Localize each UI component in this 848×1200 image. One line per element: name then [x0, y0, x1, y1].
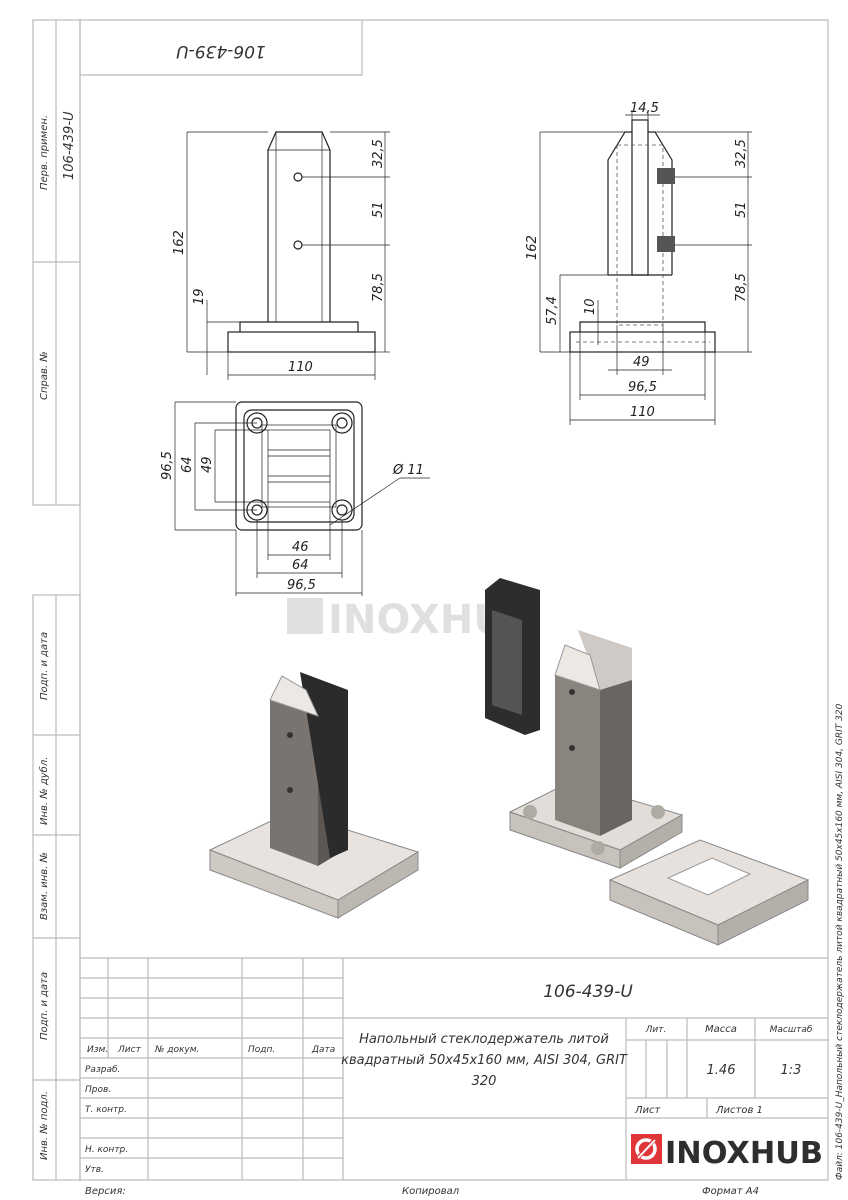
role-razrab: Разраб.	[85, 1065, 120, 1075]
top-stamp: 106-439-U	[80, 20, 363, 76]
inv-podl-label: Инв. № подл.	[39, 1091, 50, 1160]
sheet-label: Лист	[634, 1105, 662, 1116]
inoxhub-logo: INOXHUB	[631, 1134, 823, 1171]
dim-side-49: 49	[633, 355, 650, 370]
dim-side-78-5: 78,5	[734, 273, 749, 302]
isometric-assembled-view	[208, 672, 420, 919]
sprav-no-label: Справ. №	[39, 351, 50, 400]
scale-label: Масштаб	[770, 1025, 813, 1035]
header-date: Дата	[311, 1045, 335, 1055]
dim-top-49-vertical: 49	[200, 456, 215, 473]
top-stamp-text: 106-439-U	[176, 41, 266, 61]
top-view: 96,5 64 49 Ø 11 46 64 96,5	[160, 401, 430, 596]
dim-front-78-5: 78,5	[371, 273, 386, 302]
role-t-kontr: Т. контр.	[85, 1105, 127, 1115]
isometric-exploded-view	[485, 578, 810, 946]
front-view: 162 19 32,5 51 78,5 110	[172, 131, 390, 380]
role-utv: Утв.	[85, 1165, 104, 1175]
header-list: Лист	[117, 1045, 142, 1055]
dim-front-162: 162	[172, 230, 187, 255]
logo-text: INOXHUB	[665, 1136, 823, 1171]
dim-top-96-5-vertical: 96,5	[160, 451, 175, 480]
dim-side-14-5: 14,5	[630, 101, 659, 116]
product-name-line-2: квадратный 50x45x160 мм, AISI 304, GRIT	[341, 1053, 628, 1068]
copied-label: Копировал	[402, 1186, 460, 1197]
file-label: Файл: 106-439-U_Напольный стеклодержател…	[835, 703, 845, 1180]
dim-top-64-horizontal: 64	[292, 558, 309, 573]
scale-value: 1:3	[781, 1063, 802, 1078]
dim-front-110: 110	[288, 360, 313, 375]
product-name-line-1: Напольный стеклодержатель литой	[359, 1032, 609, 1047]
header-izm: Изм.	[87, 1045, 108, 1055]
inv-dubl-label: Инв. № дубл.	[38, 757, 50, 825]
dim-front-19: 19	[192, 288, 207, 305]
dim-side-162: 162	[525, 235, 540, 260]
mass-value: 1.46	[707, 1063, 736, 1078]
dim-side-110: 110	[630, 405, 655, 420]
dim-top-64-vertical: 64	[180, 456, 195, 473]
dim-top-96-5-horizontal: 96,5	[287, 578, 316, 593]
dim-side-10: 10	[583, 298, 598, 315]
product-name-line-3: 320	[472, 1074, 497, 1089]
left-stamp-columns: Перв. примен. 106-439-U Справ. № Подп. и…	[32, 19, 81, 1181]
header-doc-no: № докум.	[154, 1045, 199, 1055]
role-n-kontr: Н. контр.	[85, 1145, 128, 1155]
dim-side-32-5: 32,5	[734, 139, 749, 168]
mass-label: Масса	[705, 1024, 737, 1035]
dim-front-51: 51	[371, 201, 386, 218]
sheets-count: Листов 1	[715, 1105, 763, 1116]
podp-data-label-2: Подп. и дата	[39, 972, 50, 1040]
designation: 106-439-U	[543, 982, 633, 1002]
podp-data-label: Подп. и дата	[39, 632, 50, 700]
dim-top-hole-diameter: Ø 11	[392, 463, 424, 478]
role-prov: Пров.	[85, 1085, 111, 1095]
dim-side-96-5: 96,5	[628, 380, 657, 395]
dim-front-32-5: 32,5	[371, 139, 386, 168]
side-view: 14,5 162 57,4 10 32,5 51 78,5 49 96,5 11…	[525, 101, 752, 425]
perv-primen-label: Перв. примен.	[39, 115, 50, 190]
title-block: 106-439-U Напольный стеклодержатель лито…	[80, 957, 828, 1180]
dim-side-51: 51	[734, 201, 749, 218]
dim-top-46: 46	[292, 540, 309, 555]
dim-side-57-4: 57,4	[545, 296, 560, 325]
vzam-inv-label: Взам. инв. №	[39, 852, 50, 920]
format-label: Формат А4	[702, 1186, 759, 1197]
version-label: Версия:	[85, 1186, 126, 1197]
perv-primen-value: 106-439-U	[62, 111, 77, 180]
header-signature: Подп.	[248, 1045, 275, 1055]
lit-label: Лит.	[645, 1025, 667, 1035]
